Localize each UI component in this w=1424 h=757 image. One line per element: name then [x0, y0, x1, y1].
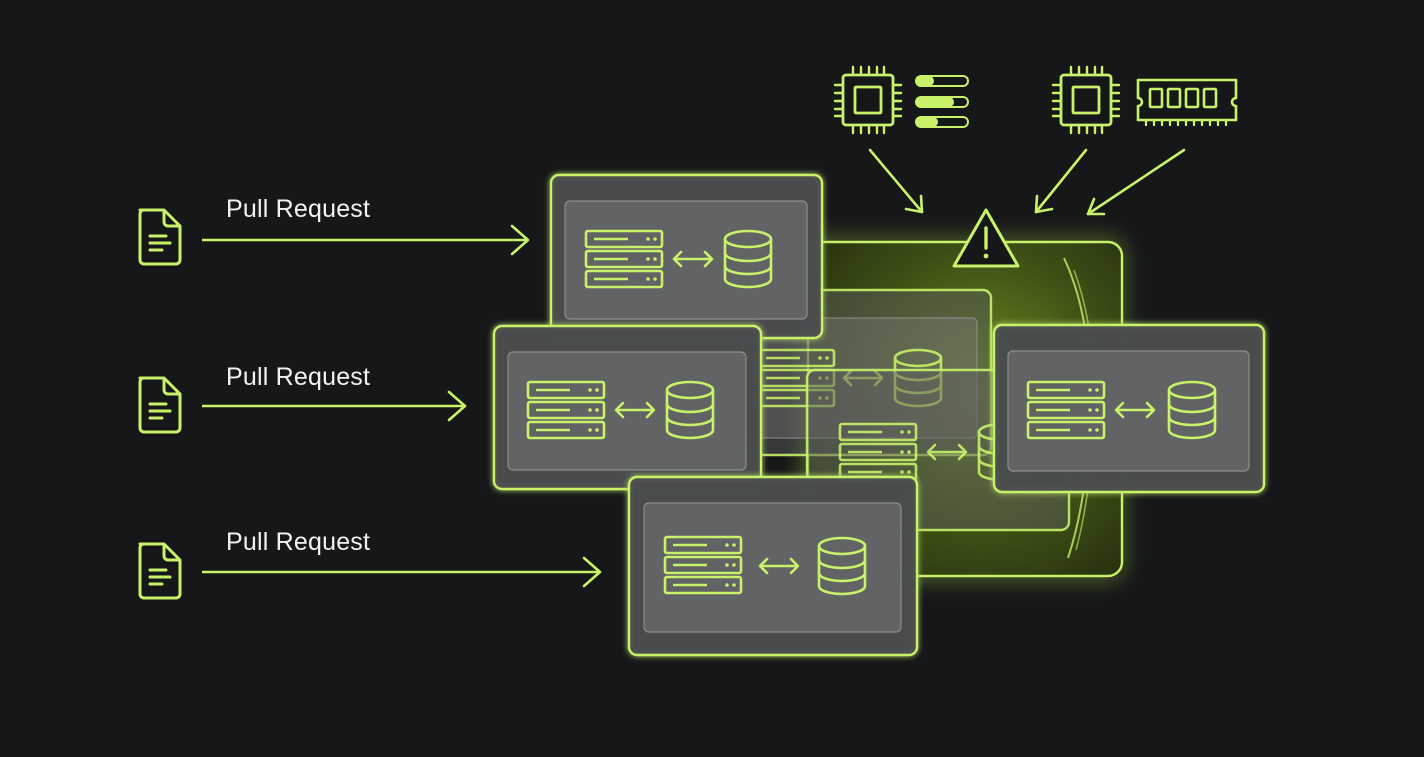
cpu-chip-icon [1051, 65, 1121, 135]
pull-request-label: Pull Request [226, 528, 371, 556]
pr-row-2 [138, 376, 467, 434]
document-icon [138, 208, 182, 266]
warning-triangle-icon [952, 208, 1020, 268]
pr-row-3 [138, 542, 602, 600]
server-db-card [549, 173, 824, 340]
document-icon [138, 542, 182, 600]
cpu-chip-icon [833, 65, 903, 135]
resource-arrows [868, 148, 1186, 216]
cpu-resource-group [833, 65, 969, 135]
ram-module-icon [1136, 78, 1238, 126]
server-db-card [492, 324, 763, 491]
server-db-card [627, 475, 919, 657]
pull-request-label: Pull Request [226, 195, 371, 223]
server-db-card [992, 323, 1266, 494]
document-icon [138, 376, 182, 434]
pull-request-label: Pull Request [226, 363, 371, 391]
slider-bars-icon [915, 75, 969, 128]
pr-row-1 [138, 208, 530, 266]
